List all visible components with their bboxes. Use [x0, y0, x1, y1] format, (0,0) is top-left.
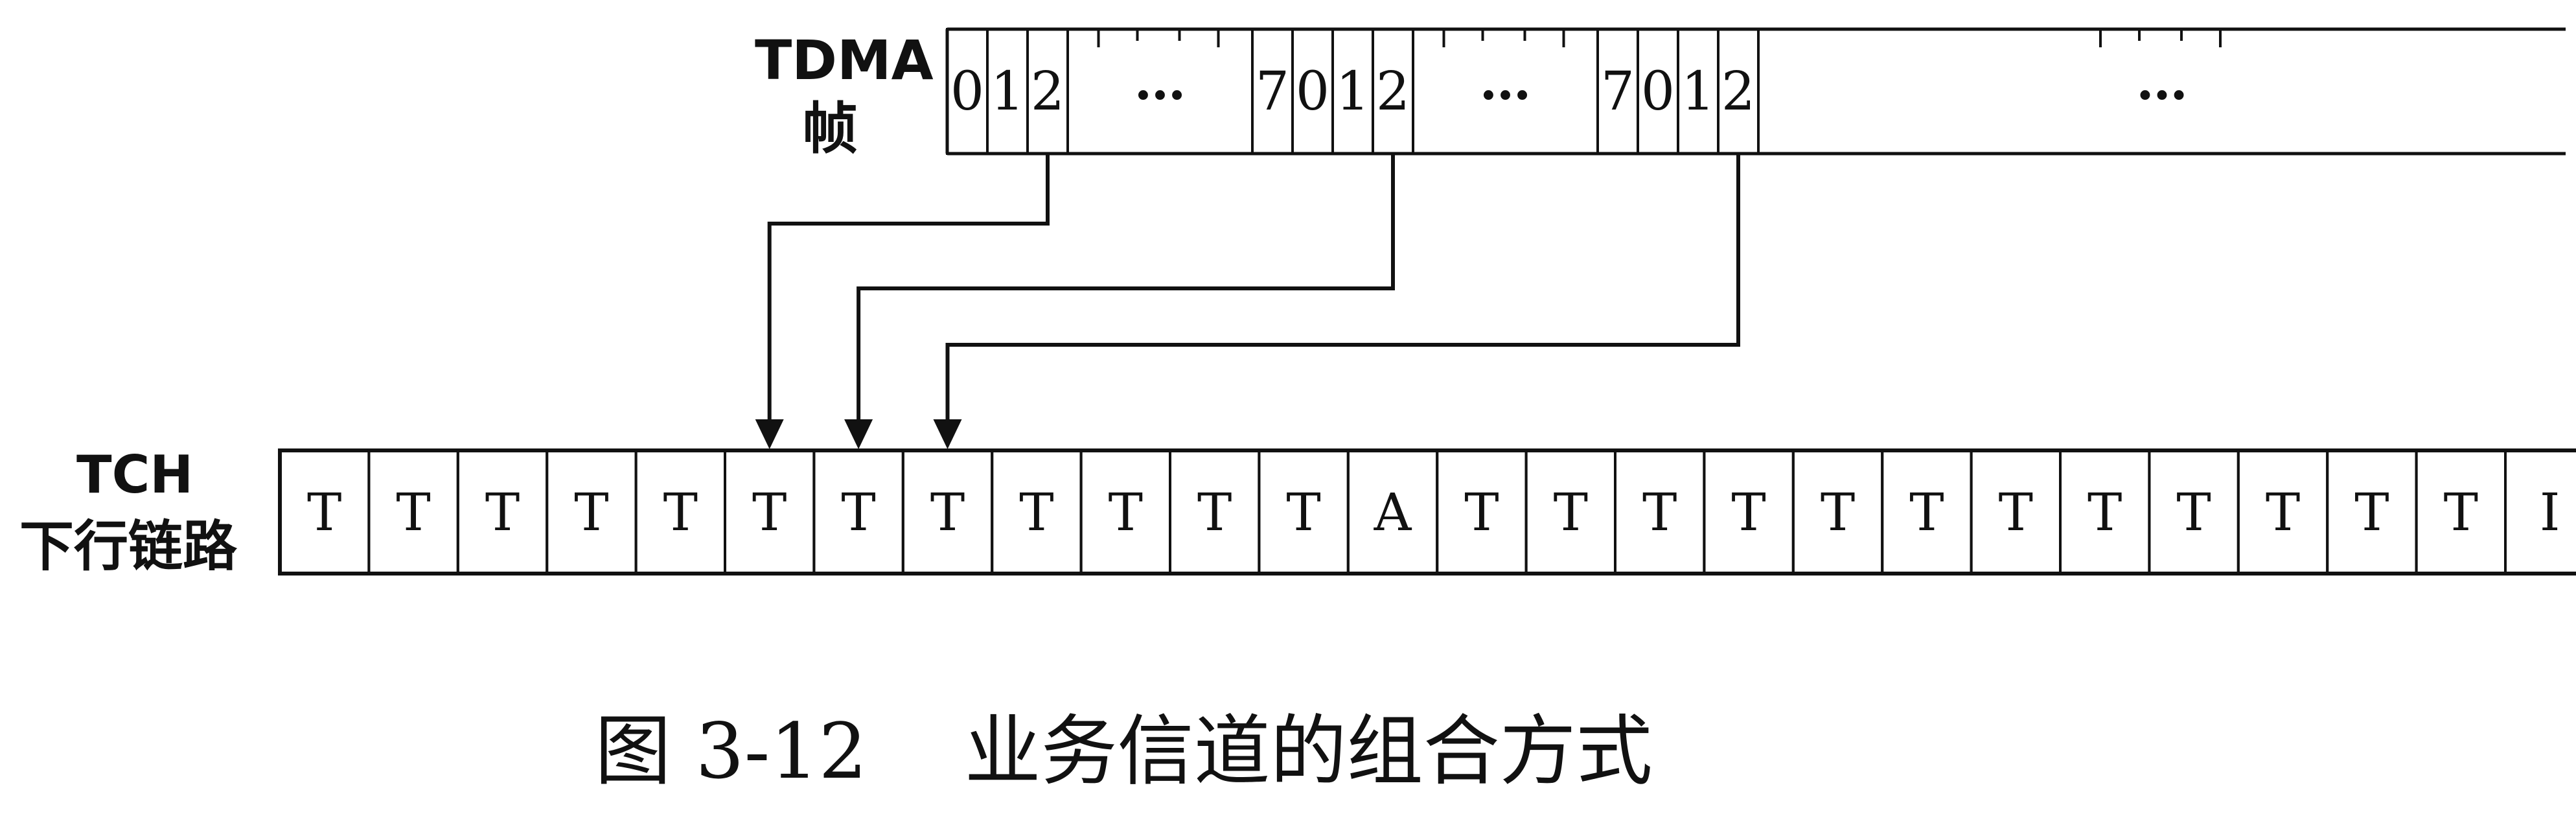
- tch-cell-label: T: [1554, 482, 1588, 542]
- tch-cell-label: T: [1109, 482, 1143, 542]
- tdma-slot-label: 0: [950, 61, 984, 122]
- tch-cell-label: T: [2444, 482, 2478, 542]
- tch-cell-label: T: [1464, 482, 1499, 542]
- tdma-slot-label: 0: [1296, 61, 1329, 122]
- tdma-slot-label: 7: [1256, 61, 1289, 122]
- tch-cell-label: T: [485, 482, 520, 542]
- mapping-arrow-line: [767, 154, 1050, 419]
- tch-cell-label: T: [2176, 482, 2211, 542]
- tch-cell-label: T: [2087, 482, 2122, 542]
- tdma-slot-label: 1: [1681, 61, 1715, 122]
- tch-cell-label: T: [752, 482, 787, 542]
- tdma-label-line2: 帧: [802, 97, 858, 161]
- tch-cell-label: T: [396, 482, 430, 542]
- tch-cell-label: T: [1642, 482, 1677, 542]
- tdma-ellipsis: …: [1134, 51, 1186, 111]
- figure-caption: 图 3-12 业务信道的组合方式: [595, 706, 1653, 796]
- tch-cell-label: T: [1731, 482, 1765, 542]
- tdma-slot-label: 1: [991, 61, 1024, 122]
- tdma-slot-label: 2: [1031, 61, 1064, 122]
- tch-cell-label: T: [2354, 482, 2389, 542]
- mapping-arrow-line: [945, 154, 1740, 419]
- mapping-arrows: [755, 154, 1740, 449]
- tch-cell-label: T: [1909, 482, 1944, 542]
- tdma-label-line1: TDMA: [755, 29, 934, 92]
- tch-cell-label: T: [2266, 482, 2300, 542]
- mapping-arrow-line: [857, 154, 1395, 419]
- tch-cell-label: I: [2540, 482, 2560, 542]
- tdma-slot-label: 2: [1721, 61, 1755, 122]
- tch-cell-label: T: [841, 482, 875, 542]
- tch-cell-box: [2504, 449, 2576, 575]
- tdma-slot-label: 2: [1376, 61, 1410, 122]
- tch-label-line2: 下行链路: [19, 515, 238, 578]
- tch-cell-label: T: [1286, 482, 1320, 542]
- tch-cell-label: T: [1019, 482, 1053, 542]
- tch-cell-label: T: [930, 482, 965, 542]
- tch-cell-label: T: [307, 482, 341, 542]
- tch-label-line1: TCH: [76, 445, 193, 505]
- tdma-slot-label: 1: [1336, 61, 1370, 122]
- mapping-arrowhead: [755, 419, 784, 449]
- tch-cell-label: T: [1999, 482, 2033, 542]
- mapping-arrowhead: [844, 419, 873, 449]
- tch-cell-label: T: [1821, 482, 1855, 542]
- tdma-ellipsis: …: [2136, 51, 2188, 111]
- tch-strip-border: [278, 448, 2576, 576]
- tdma-slot-label: 7: [1601, 61, 1635, 122]
- tch-cell-label: T: [663, 482, 698, 542]
- tch-cell-label: T: [1197, 482, 1232, 542]
- tch-cell-label: A: [1374, 482, 1412, 542]
- tdma-ellipsis: …: [1480, 51, 1532, 111]
- tdma-slot-label: 0: [1641, 61, 1675, 122]
- tch-cell-label: T: [574, 482, 608, 542]
- mapping-arrowhead: [933, 419, 962, 449]
